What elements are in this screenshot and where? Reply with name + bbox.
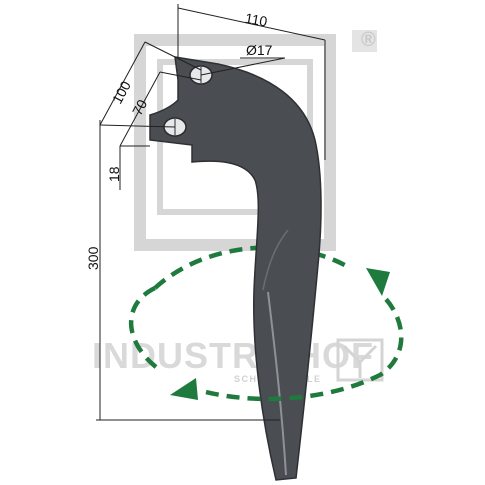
dim-70-label: 70 bbox=[129, 97, 151, 118]
dim-300-label: 300 bbox=[85, 246, 101, 270]
arrow-head-right bbox=[366, 268, 390, 296]
dim-18-label: 18 bbox=[106, 166, 122, 182]
rotation-arrow-back bbox=[153, 245, 352, 290]
dim-110-label: 110 bbox=[244, 10, 269, 30]
dim-17-label: Ø17 bbox=[246, 42, 273, 58]
registered-mark: ® bbox=[361, 29, 376, 51]
dimension-lines bbox=[96, 4, 326, 421]
rotation-arrow bbox=[129, 268, 404, 402]
watermark-small-logo bbox=[336, 338, 384, 382]
tine-blade bbox=[149, 56, 322, 481]
watermark-brand: INDUSTRIEHOF bbox=[92, 335, 374, 376]
arrow-head-left bbox=[170, 378, 198, 400]
